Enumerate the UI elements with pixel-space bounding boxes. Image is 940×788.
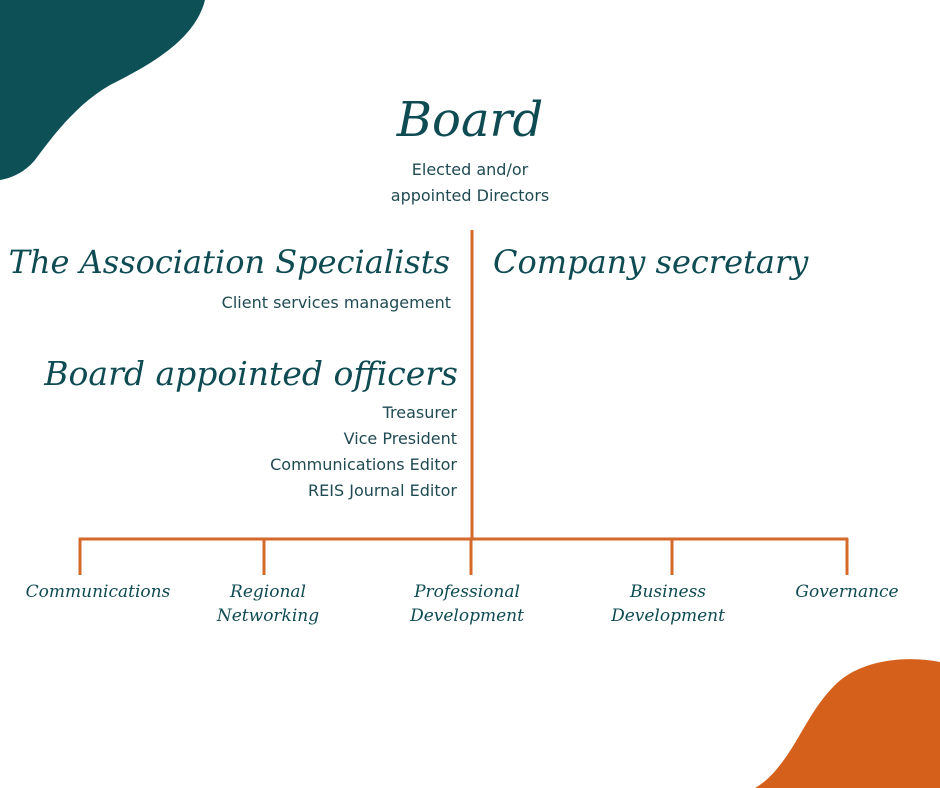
branch-regional-networking: Regional Networking — [217, 580, 319, 628]
branch-label-line2: Development — [410, 606, 524, 626]
orange-corner-blob — [755, 659, 940, 788]
branch-label-line1: Business — [629, 582, 707, 602]
association-subtitle: Client services management — [221, 293, 451, 312]
officer-item: Treasurer — [382, 403, 457, 422]
board-title: Board — [396, 92, 544, 148]
branch-label-line1: Governance — [795, 582, 899, 602]
association-title: The Association Specialists — [8, 243, 450, 281]
branch-label-line1: Professional — [414, 582, 520, 602]
officer-item: REIS Journal Editor — [308, 481, 457, 500]
officers-title: Board appointed officers — [44, 354, 458, 393]
branch-label-line1: Regional — [230, 582, 306, 602]
branch-label-line2: Development — [611, 606, 725, 626]
officer-item: Communications Editor — [270, 455, 457, 474]
branch-communications: Communications — [26, 580, 171, 604]
board-subtitle: Elected and/or appointed Directors — [0, 157, 940, 209]
branch-governance: Governance — [795, 580, 898, 604]
branch-label-line1: Communications — [25, 582, 171, 602]
branch-business-development: Business Development — [611, 580, 725, 628]
branch-professional-development: Professional Development — [410, 580, 524, 628]
board-subtitle-line2: appointed Directors — [390, 186, 550, 205]
board-subtitle-line1: Elected and/or — [411, 160, 529, 179]
officers-list: Treasurer Vice President Communications … — [270, 400, 457, 504]
branch-label-line2: Networking — [216, 606, 320, 626]
teal-corner-blob — [0, 0, 205, 180]
officer-item: Vice President — [343, 429, 457, 448]
secretary-title: Company secretary — [493, 243, 809, 281]
